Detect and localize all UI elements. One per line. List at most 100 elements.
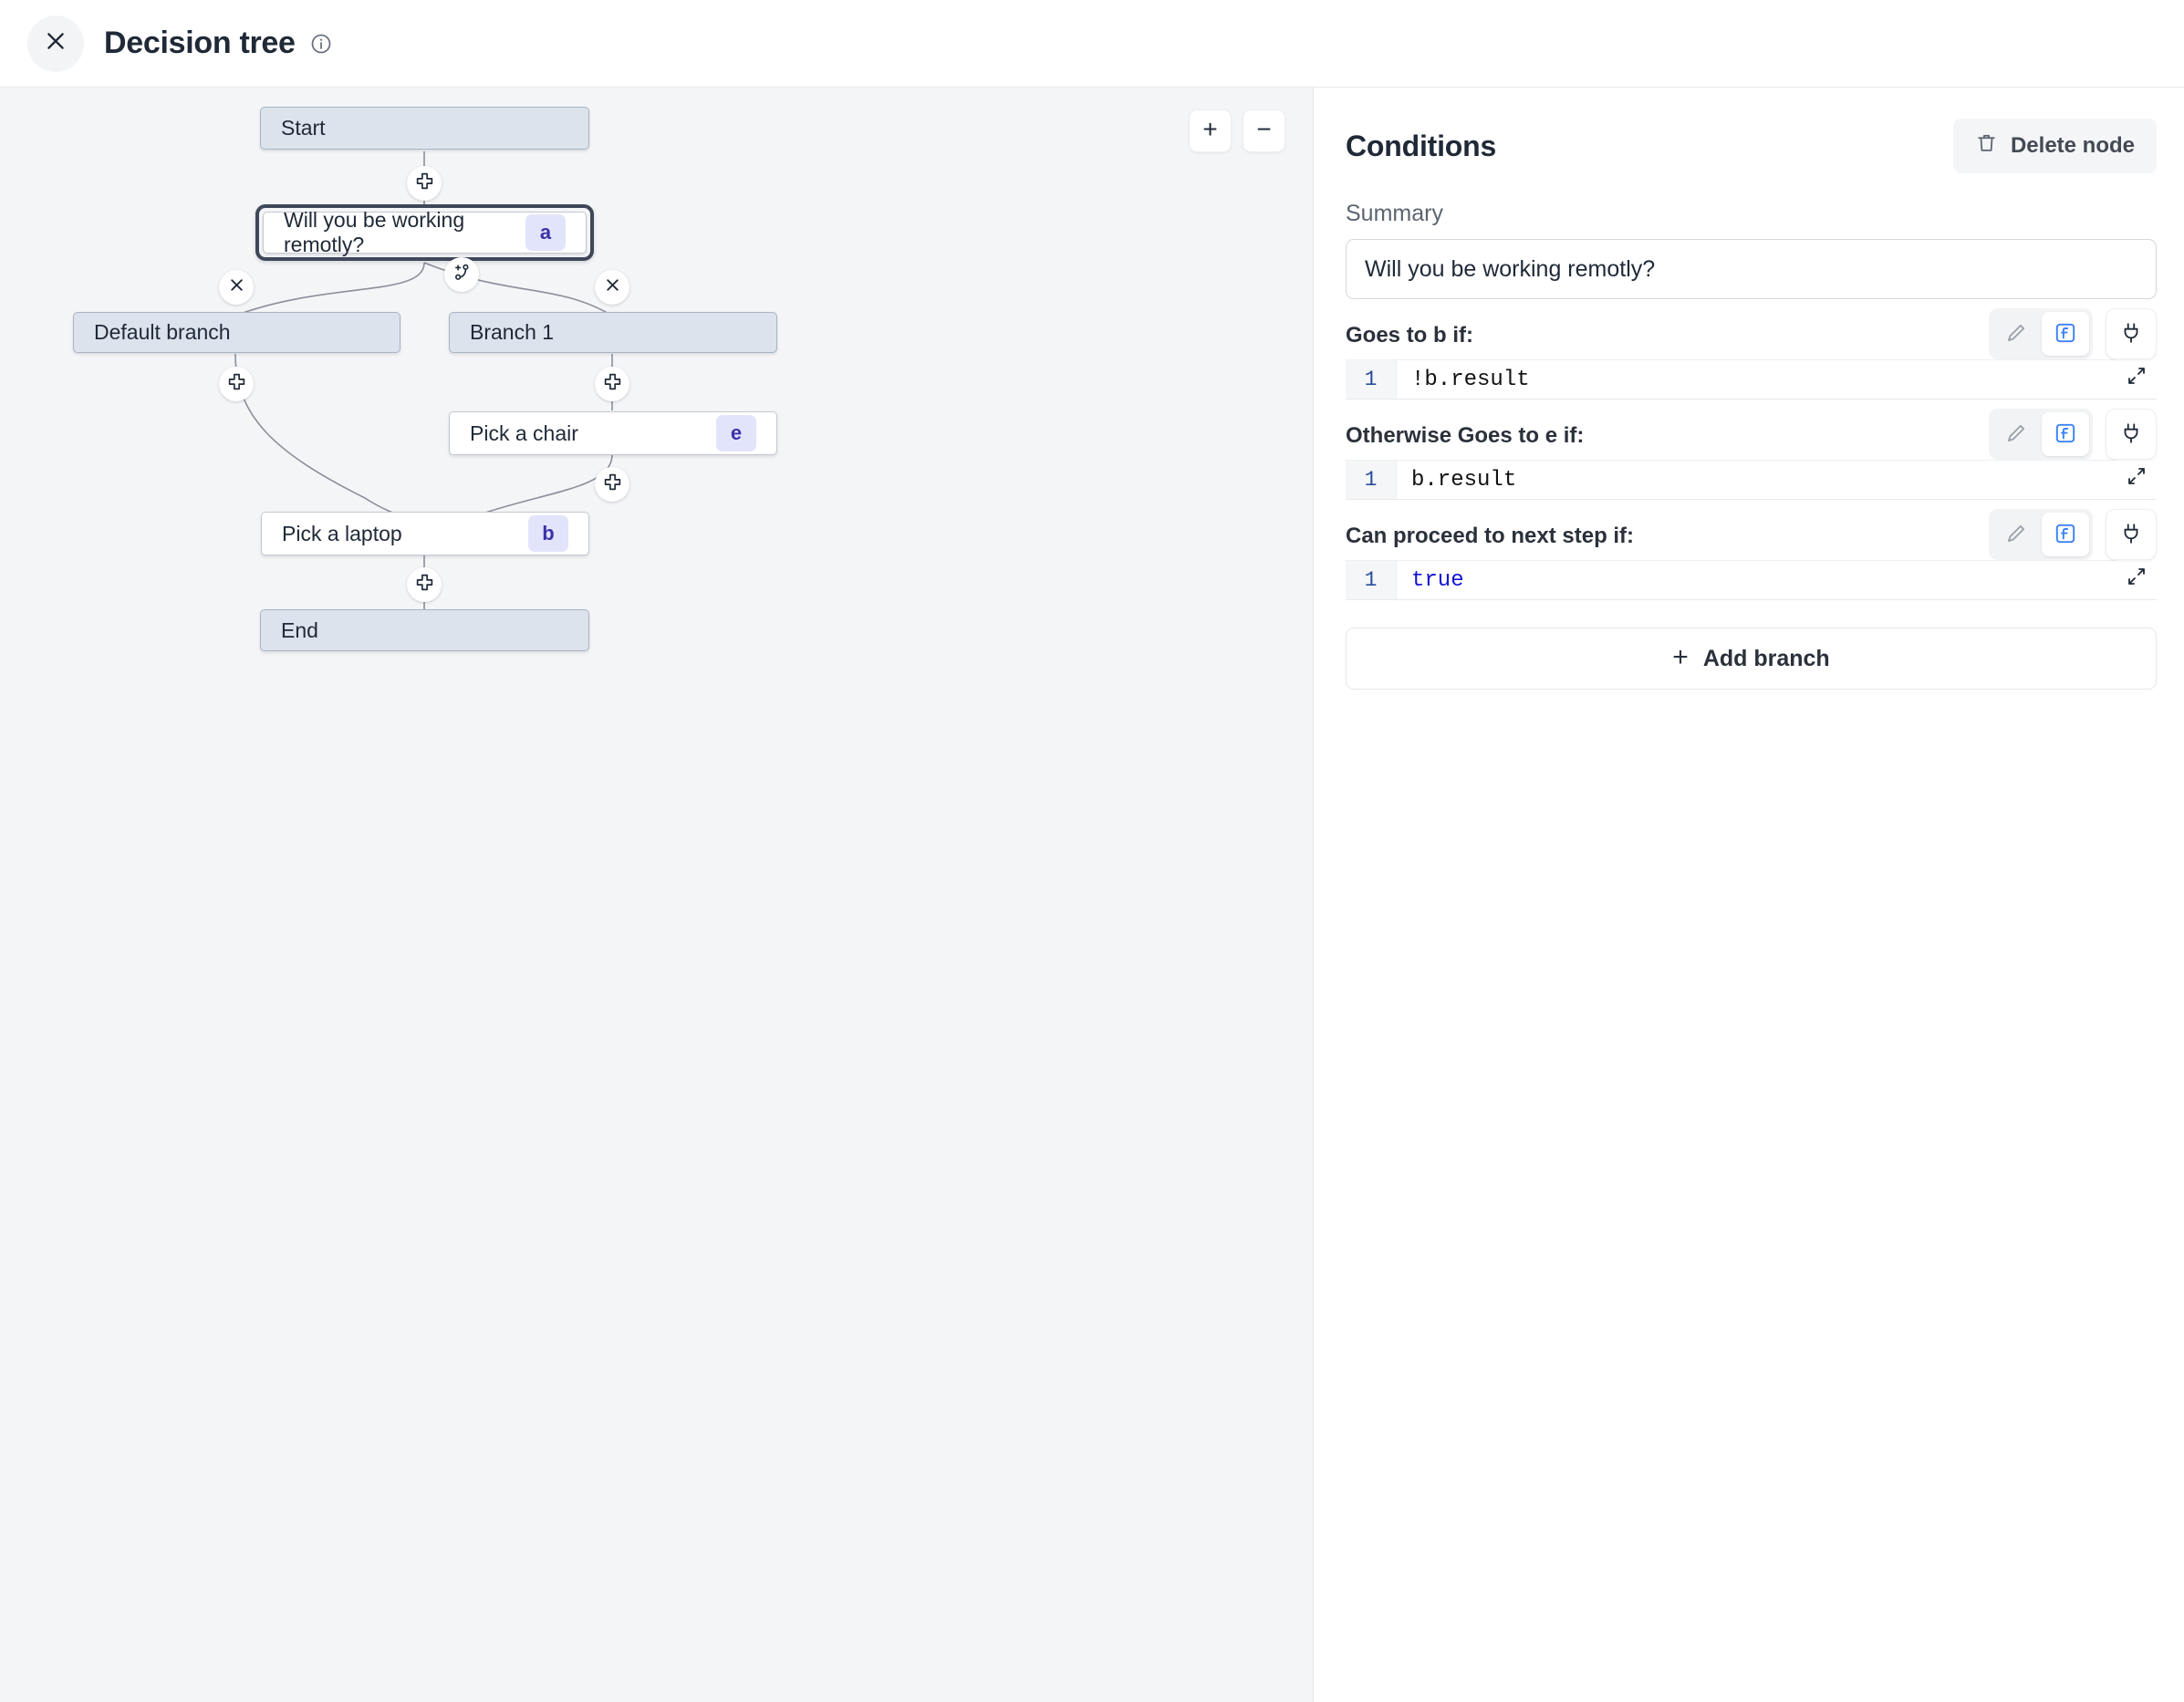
- code-editor-2[interactable]: 1 b.result: [1346, 458, 2157, 500]
- node-branch-1[interactable]: Branch 1: [449, 312, 777, 353]
- code-content-1[interactable]: !b.result: [1411, 367, 1530, 392]
- code-line-number-1: 1: [1346, 360, 1397, 399]
- function-mode-button-2[interactable]: [2042, 412, 2089, 456]
- node-start[interactable]: Start: [260, 107, 589, 150]
- panel-header: Conditions Delete node: [1346, 119, 2157, 173]
- condition-label-2: Otherwise Goes to e if:: [1346, 423, 1585, 448]
- node-pick-a-chair-label: Pick a chair: [470, 420, 578, 445]
- code-content-3[interactable]: true: [1411, 567, 1464, 593]
- condition-toolbar-2: [1989, 409, 2157, 460]
- node-pick-a-chair[interactable]: Pick a chair e: [449, 411, 777, 455]
- zoom-in-button[interactable]: +: [1189, 109, 1232, 152]
- pencil-icon: [2004, 321, 2028, 348]
- plug-icon: [2119, 421, 2143, 448]
- node-pick-a-laptop-badge: b: [528, 515, 568, 552]
- zoom-out-button[interactable]: −: [1243, 109, 1285, 152]
- panel-title: Conditions: [1346, 129, 1497, 162]
- expand-editor-button-1[interactable]: [2116, 358, 2157, 398]
- add-branch-label: Add branch: [1702, 645, 1830, 671]
- node-default-branch-label: Default branch: [94, 320, 231, 344]
- delete-node-button[interactable]: Delete node: [1952, 119, 2157, 173]
- node-start-label: Start: [281, 116, 326, 140]
- node-pick-a-laptop-label: Pick a laptop: [282, 521, 402, 545]
- code-editor-3[interactable]: 1 true: [1346, 558, 2157, 600]
- page-title: Decision tree: [104, 26, 296, 60]
- editor-mode-group-1: [1989, 308, 2093, 359]
- code-editor-1[interactable]: 1 !b.result: [1346, 358, 2157, 400]
- conditions-panel: Conditions Delete node Summary: [1315, 88, 2184, 1702]
- plug-icon: [2119, 522, 2143, 548]
- node-pick-a-laptop[interactable]: Pick a laptop b: [261, 512, 589, 555]
- connect-plug-button-1[interactable]: [2106, 308, 2157, 359]
- add-step-handle-start[interactable]: [407, 166, 442, 201]
- node-end[interactable]: End: [260, 609, 589, 651]
- function-icon: [2054, 321, 2077, 348]
- function-icon: [2054, 421, 2077, 448]
- code-line-number-2: 1: [1346, 461, 1397, 499]
- function-mode-button-1[interactable]: [2042, 312, 2089, 356]
- trash-icon: [1975, 131, 1998, 161]
- condition-block-1: Goes to b if: 1 !b.result: [1346, 308, 2157, 400]
- condition-toolbar-3: [1989, 509, 2157, 560]
- close-button[interactable]: [27, 15, 84, 72]
- remove-branch-handle-1[interactable]: [595, 270, 629, 305]
- add-step-handle-default-branch[interactable]: [219, 367, 254, 401]
- connect-plug-button-2[interactable]: [2106, 409, 2157, 460]
- expand-diagonal-icon: [2126, 465, 2148, 492]
- expand-diagonal-icon: [2126, 566, 2148, 592]
- node-decision-badge: a: [525, 214, 566, 251]
- summary-label: Summary: [1346, 201, 1443, 226]
- plus-cross-icon: [415, 573, 434, 597]
- code-content-2[interactable]: b.result: [1411, 467, 1517, 493]
- connect-plug-button-3[interactable]: [2106, 509, 2157, 560]
- plus-cross-icon: [603, 372, 622, 396]
- close-icon: [227, 275, 246, 299]
- flow-graph: Start Will you be working remotly? a: [0, 88, 1313, 1702]
- editor-mode-group-2: [1989, 409, 2093, 460]
- condition-block-3: Can proceed to next step if: 1 true: [1346, 509, 2157, 600]
- node-default-branch[interactable]: Default branch: [73, 312, 400, 353]
- edit-pencil-button-1[interactable]: [1992, 312, 2040, 356]
- condition-toolbar-1: [1989, 308, 2157, 359]
- node-decision-label: Will you be working remotly?: [284, 208, 465, 256]
- node-decision-selection: Will you be working remotly? a: [255, 204, 594, 261]
- branch-plus-icon: [452, 263, 472, 286]
- add-branch-handle[interactable]: [444, 257, 479, 292]
- node-branch-1-label: Branch 1: [470, 320, 555, 344]
- pencil-icon: [2004, 522, 2028, 548]
- condition-block-2: Otherwise Goes to e if: 1 b.result: [1346, 409, 2157, 500]
- expand-editor-button-3[interactable]: [2116, 558, 2157, 598]
- edit-pencil-button-2[interactable]: [1992, 412, 2040, 456]
- node-end-label: End: [281, 617, 318, 642]
- editor-mode-group-3: [1989, 509, 2093, 560]
- summary-input[interactable]: [1346, 239, 2157, 299]
- plug-icon: [2119, 321, 2143, 348]
- info-circle-icon[interactable]: [310, 33, 332, 55]
- plus-icon: +: [1672, 641, 1689, 672]
- plus-cross-icon: [415, 171, 434, 195]
- node-pick-a-chair-badge: e: [716, 415, 756, 451]
- function-mode-button-3[interactable]: [2042, 513, 2089, 556]
- add-step-handle-pick-a-laptop[interactable]: [407, 567, 442, 602]
- condition-label-1: Goes to b if:: [1346, 323, 1473, 348]
- plus-cross-icon: [603, 472, 622, 496]
- add-branch-button[interactable]: + Add branch: [1346, 628, 2157, 690]
- zoom-controls: + −: [1189, 109, 1285, 152]
- flow-canvas[interactable]: + − Start: [0, 88, 1314, 1702]
- condition-label-3: Can proceed to next step if:: [1346, 524, 1635, 548]
- app-header: Decision tree: [0, 0, 2184, 88]
- edit-pencil-button-3[interactable]: [1992, 513, 2040, 556]
- close-icon: [603, 275, 622, 299]
- function-icon: [2054, 522, 2077, 548]
- expand-editor-button-2[interactable]: [2116, 458, 2157, 498]
- node-decision[interactable]: Will you be working remotly? a: [263, 208, 587, 256]
- remove-branch-handle-default[interactable]: [219, 270, 254, 305]
- close-icon: [44, 29, 68, 57]
- add-step-handle-pick-a-chair[interactable]: [595, 467, 629, 502]
- code-line-number-3: 1: [1346, 561, 1397, 599]
- add-step-handle-branch-1[interactable]: [595, 367, 629, 401]
- delete-node-label: Delete node: [2010, 133, 2135, 158]
- expand-diagonal-icon: [2126, 365, 2148, 391]
- pencil-icon: [2004, 421, 2028, 448]
- plus-cross-icon: [227, 372, 246, 396]
